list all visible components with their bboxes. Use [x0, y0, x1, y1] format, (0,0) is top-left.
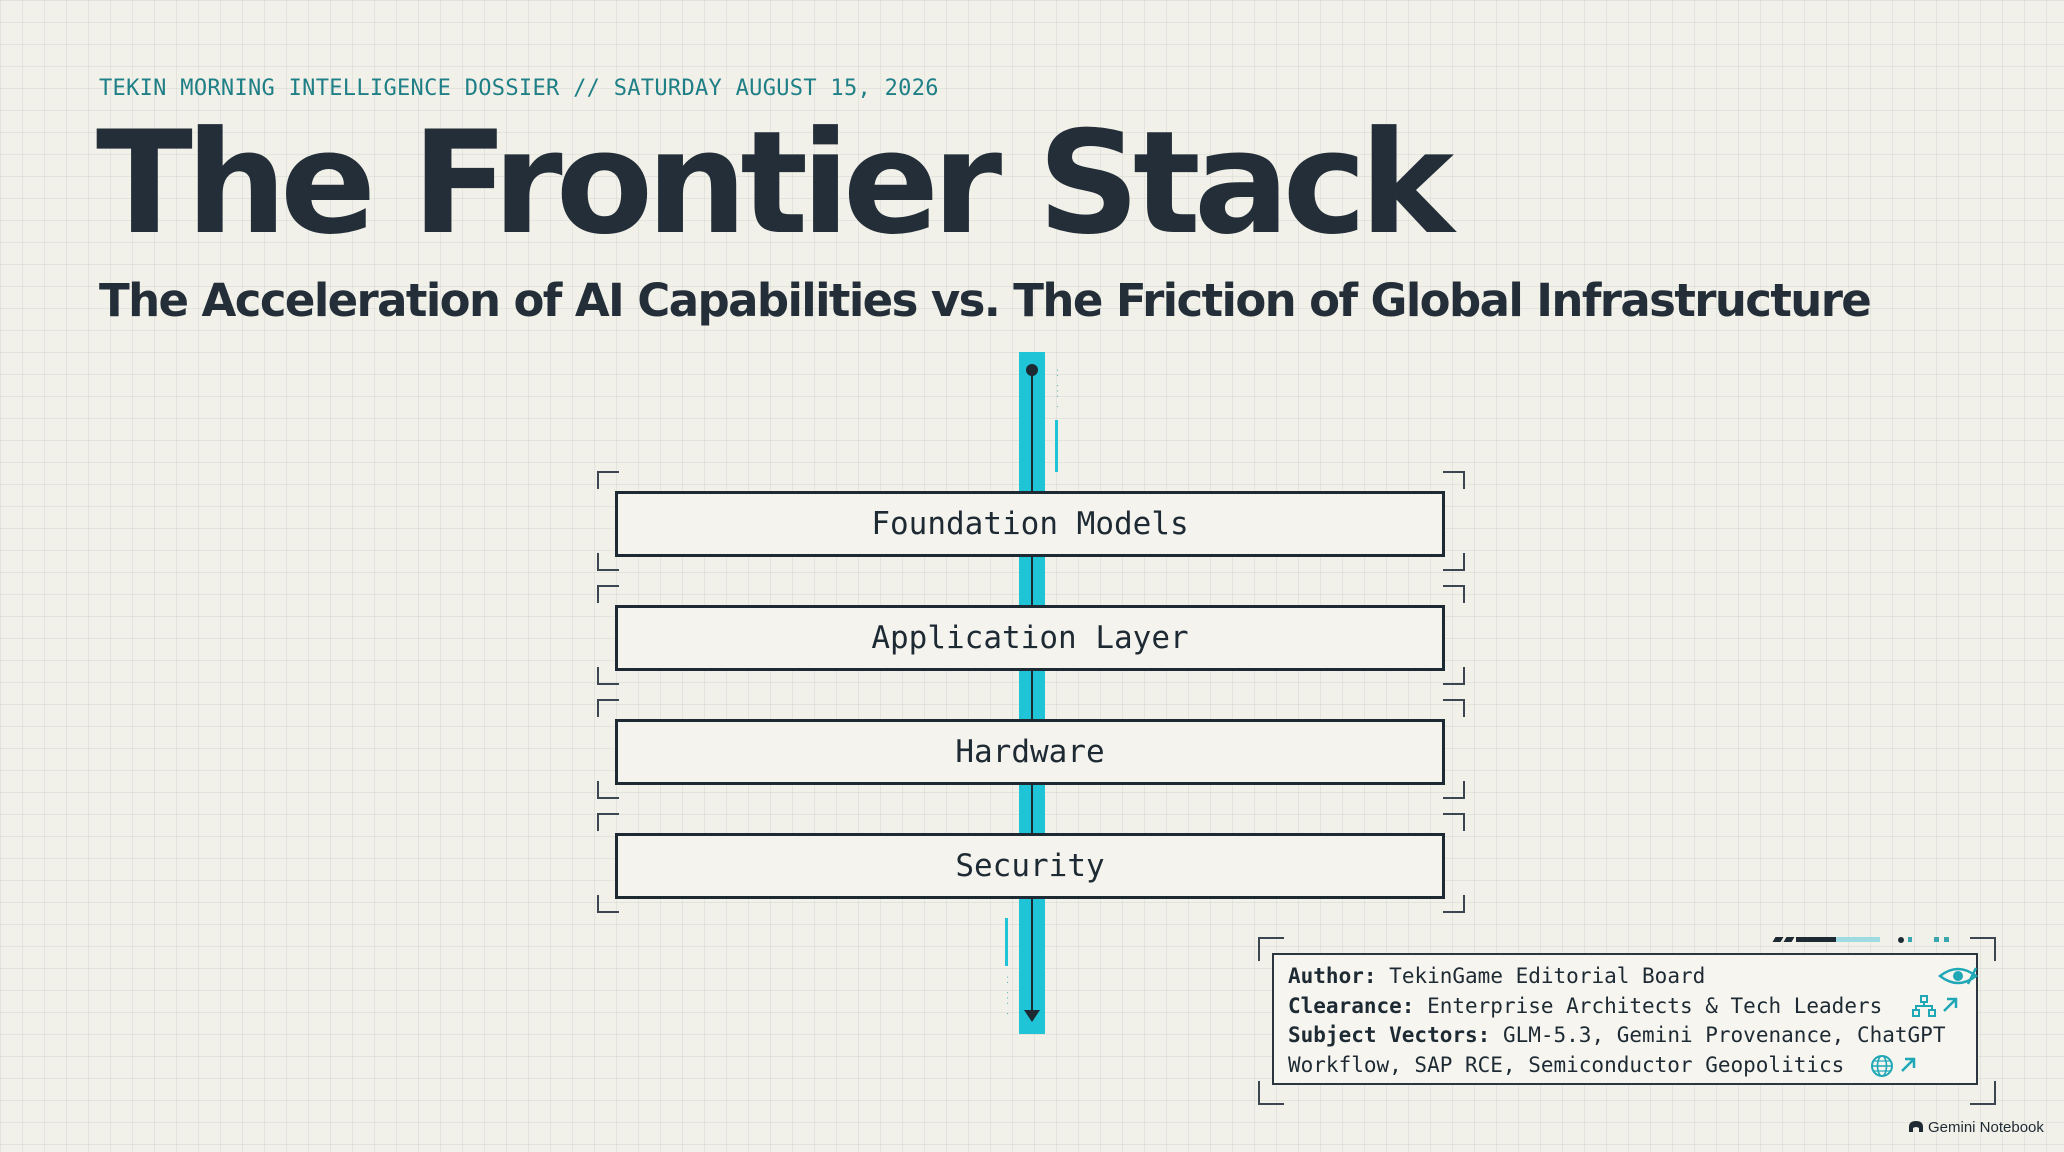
- bracket-corner: [1970, 937, 1996, 961]
- bracket-corner: [1258, 937, 1284, 961]
- page-subtitle: The Acceleration of AI Capabilities vs. …: [99, 274, 1872, 327]
- clearance-value: Enterprise Architects & Tech Leaders: [1427, 993, 1883, 1018]
- bracket-corner: [597, 471, 619, 489]
- page-title: The Frontier Stack: [96, 101, 1454, 266]
- bracket-corner: [597, 895, 619, 913]
- subject-row-continued: Workflow, SAP RCE, Semiconductor Geopoli…: [1288, 1051, 1976, 1081]
- globe-icon: [1870, 1054, 1894, 1087]
- clearance-label: Clearance:: [1288, 993, 1415, 1018]
- metadata-panel: Author: TekinGame Editorial Board Cleara…: [1272, 953, 1979, 1085]
- clearance-row: Clearance: Enterprise Architects & Tech …: [1288, 992, 1976, 1022]
- bracket-corner: [597, 585, 619, 603]
- footer-brand-text: Gemini Notebook: [1928, 1119, 2044, 1136]
- bracket-corner: [1443, 585, 1465, 603]
- bracket-corner: [1970, 1081, 1996, 1105]
- author-row: Author: TekinGame Editorial Board: [1288, 962, 1979, 992]
- subject-value-line2: Workflow, SAP RCE, Semiconductor Geopoli…: [1288, 1052, 1845, 1077]
- axis-arrow-down-icon: [1024, 1010, 1040, 1022]
- bracket-corner: [597, 553, 619, 571]
- footer-brand: Gemini Notebook: [1908, 1119, 2044, 1136]
- notebook-logo-icon: [1908, 1119, 1924, 1136]
- bracket-corner: [1443, 553, 1465, 571]
- kicker-text: TEKIN MORNING INTELLIGENCE DOSSIER // SA…: [99, 76, 939, 101]
- axis-line: [1031, 368, 1033, 1018]
- axis-microtext-top: ·· ··· ·: [1053, 368, 1061, 410]
- bracket-corner: [597, 813, 619, 831]
- subject-label: Subject Vectors:: [1288, 1023, 1491, 1047]
- axis-tick-top: [1055, 420, 1058, 472]
- layer-security: Security: [597, 813, 1851, 913]
- metadata-card: Author: TekinGame Editorial Board Cleara…: [1258, 937, 1996, 1105]
- eye-icon: [1937, 964, 1979, 997]
- bracket-corner: [1258, 1081, 1284, 1105]
- axis-tick-bottom: [1005, 918, 1008, 966]
- arrow-up-right-icon: [1898, 1054, 1918, 1084]
- subject-value-line1: GLM-5.3, Gemini Provenance, ChatGPT: [1502, 1023, 1946, 1047]
- bracket-corner: [597, 667, 619, 685]
- layer-label: Foundation Models: [615, 491, 1445, 557]
- network-icon: [1911, 994, 1937, 1027]
- layer-application-layer: Application Layer: [597, 585, 1851, 685]
- layer-foundation-models: Foundation Models: [597, 471, 1851, 571]
- author-value: TekinGame Editorial Board: [1389, 964, 1706, 988]
- layer-hardware: Hardware: [597, 699, 1851, 799]
- bracket-corner: [1443, 813, 1465, 831]
- layer-label: Security: [615, 833, 1445, 899]
- layer-label: Hardware: [615, 719, 1445, 785]
- bracket-corner: [597, 781, 619, 799]
- bracket-corner: [1443, 781, 1465, 799]
- bracket-corner: [1443, 699, 1465, 717]
- bracket-corner: [597, 699, 619, 717]
- bracket-corner: [1443, 667, 1465, 685]
- author-label: Author:: [1288, 964, 1377, 988]
- subject-row: Subject Vectors: GLM-5.3, Gemini Provena…: [1288, 1021, 1976, 1051]
- layer-label: Application Layer: [615, 605, 1445, 671]
- bracket-corner: [1443, 471, 1465, 489]
- bracket-corner: [1443, 895, 1465, 913]
- axis-microtext-bottom: ·· ··· ·: [1003, 975, 1011, 1017]
- card-decoration: [1772, 937, 1964, 945]
- axis-start-dot: [1026, 364, 1038, 376]
- arrow-up-right-icon: [1940, 994, 1960, 1024]
